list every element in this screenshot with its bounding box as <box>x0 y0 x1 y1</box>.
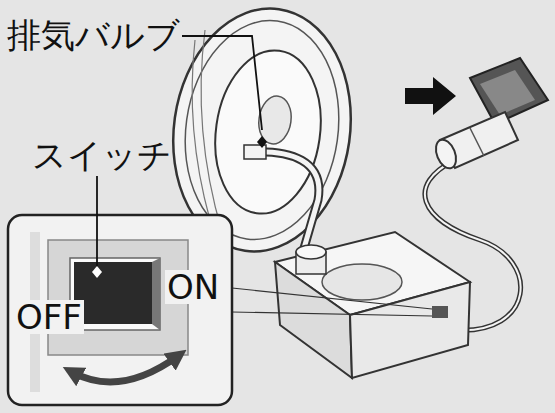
switch-position-label: ON <box>165 270 221 304</box>
insert-arrow <box>405 77 456 115</box>
switch-inset <box>8 176 232 405</box>
valve-hose <box>244 136 319 262</box>
air-compressor <box>275 232 470 378</box>
part-label: 排気バルブ <box>5 18 182 52</box>
switch-position-label: OFF <box>14 300 84 334</box>
leader-line <box>182 36 262 130</box>
socket-plug <box>432 58 548 171</box>
part-label: スイッチ <box>30 138 174 172</box>
